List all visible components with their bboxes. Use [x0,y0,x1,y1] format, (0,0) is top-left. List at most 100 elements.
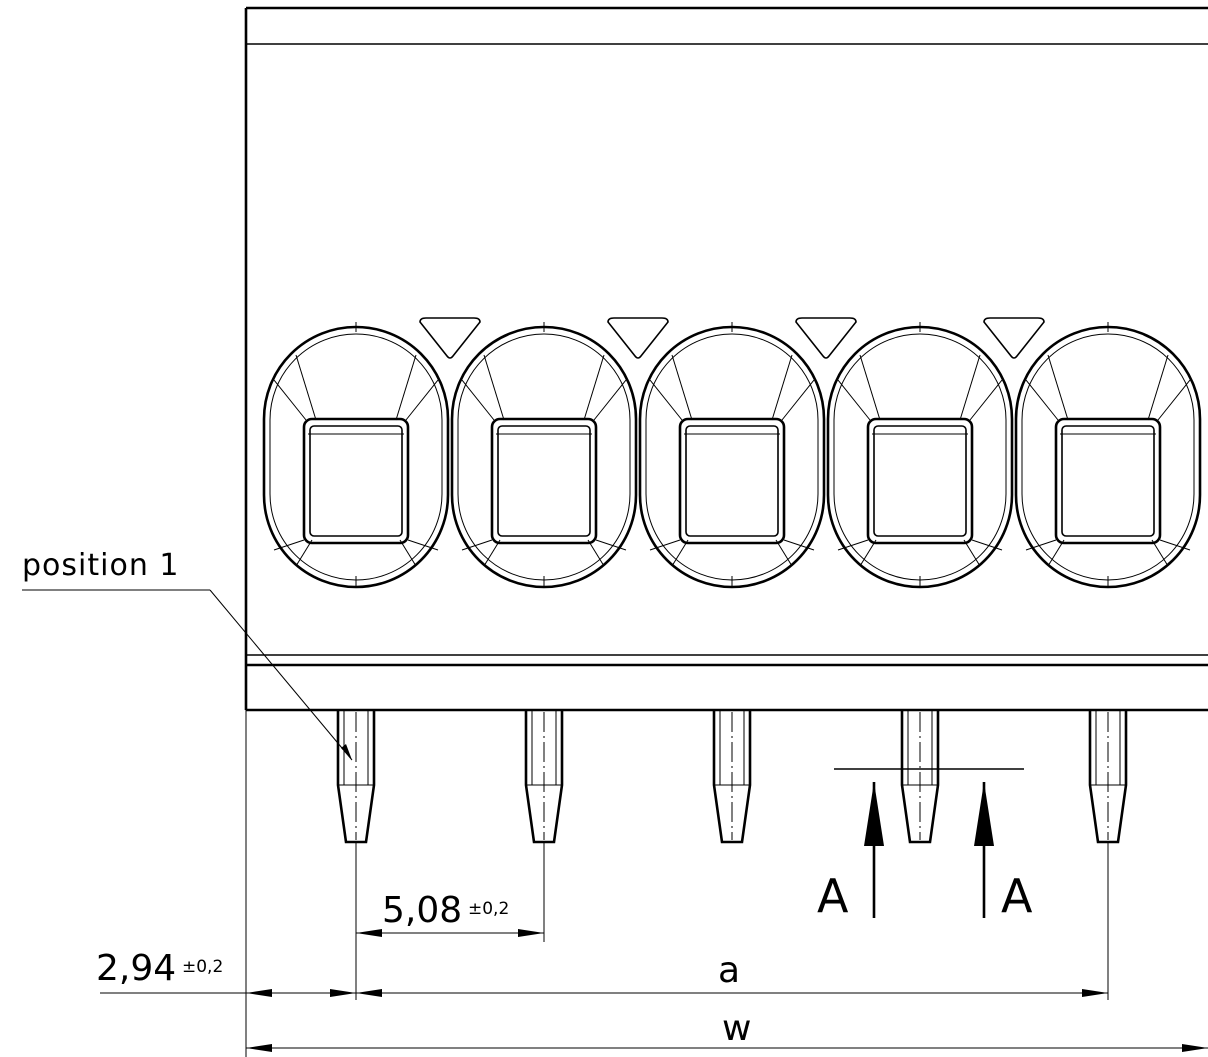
section-cut: A A [817,768,1033,923]
funnel-line [775,539,793,567]
section-arrow-right-head [974,782,994,846]
dim-pitch-value: 5,08 [382,890,462,931]
opening-outer [1014,325,1202,589]
polarity-triangle [983,317,1045,359]
clamp-openings [262,322,1202,589]
opening-outer [450,325,638,589]
funnel-line [399,539,417,567]
polarity-triangle [419,317,481,359]
wire-entry-inner [873,425,967,537]
funnel-line [649,379,683,421]
funnel-line [837,379,871,421]
position-leader-line [209,589,353,761]
funnel-line [1047,354,1069,421]
pin [712,710,752,844]
polarity-triangle [795,317,857,359]
dim-offset-and-a: 2,94 ±0,2 a [96,948,1108,997]
clamp-opening [262,322,450,589]
clamp-opening [450,322,638,589]
funnel-line [1025,539,1057,551]
dim-pitch-tolerance: ±0,2 [468,899,509,919]
section-arrow-left-head [864,782,884,846]
funnel-line [837,539,869,551]
wire-entry-inner [1061,425,1155,537]
dim-pitch: 5,08 ±0,2 [356,890,544,937]
dim-a-arrow-left [356,989,382,997]
dim-w-label: w [722,1008,751,1049]
clamp-opening [1014,322,1202,589]
funnel-line [395,354,417,421]
dim-w-arrow-left [246,1044,272,1052]
dim-offset-value: 2,94 [96,948,176,989]
polarity-triangle [607,317,669,359]
pin [524,710,564,844]
housing [244,6,1208,712]
funnel-line [1047,539,1065,567]
funnel-line [959,354,981,421]
dim-pitch-arrow-right [518,929,544,937]
wire-entry-inner [309,425,403,537]
funnel-line [461,379,495,421]
dim-offset-arrow-left [246,989,272,997]
funnel-line [671,354,693,421]
position-leader-arrow [341,744,352,760]
dim-pitch-arrow-left [356,929,382,937]
funnel-line [859,354,881,421]
extension-lines [245,710,1109,1057]
wire-entry-inner [497,425,591,537]
funnel-line [593,379,627,421]
funnel-line [461,539,493,551]
funnel-line [781,379,815,421]
solder-pins [336,710,1128,844]
wire-entry [678,417,786,545]
funnel-line [971,539,1003,551]
wire-entry [302,417,410,545]
funnel-line [1157,379,1191,421]
funnel-line [587,539,605,567]
funnel-line [649,539,681,551]
funnel-line [1159,539,1191,551]
opening-outer [826,325,1014,589]
pin [1088,710,1128,844]
funnel-line [273,539,305,551]
clamp-opening [826,322,1014,589]
funnel-line [405,379,439,421]
funnel-line [671,539,689,567]
funnel-line [483,354,505,421]
funnel-line [295,354,317,421]
position-1-label: position 1 [22,548,179,583]
opening-outer [262,325,450,589]
pin [336,710,376,844]
dim-a-arrow-right [1082,989,1108,997]
pin-outline [900,710,940,844]
section-label-right: A [1001,869,1033,923]
pin-outline [712,710,752,844]
funnel-line [771,354,793,421]
dim-a-label: a [718,950,740,991]
wire-entry [1054,417,1162,545]
wire-entry-inner [685,425,779,537]
section-label-left: A [817,869,849,923]
funnel-line [483,539,501,567]
polarity-markers [419,317,1045,359]
funnel-line [407,539,439,551]
funnel-line [783,539,815,551]
clamp-opening [638,322,826,589]
funnel-line [859,539,877,567]
dim-w-arrow-right [1182,1044,1208,1052]
dim-offset-tolerance: ±0,2 [182,957,223,977]
opening-outer [638,325,826,589]
funnel-line [595,539,627,551]
funnel-line [583,354,605,421]
dim-w: w [246,1008,1208,1052]
wire-entry [490,417,598,545]
funnel-line [1151,539,1169,567]
funnel-line [273,379,307,421]
funnel-line [295,539,313,567]
wire-entry [866,417,974,545]
pin [900,710,940,844]
dim-offset-arrow-right [330,989,356,997]
funnel-line [1025,379,1059,421]
funnel-line [969,379,1003,421]
